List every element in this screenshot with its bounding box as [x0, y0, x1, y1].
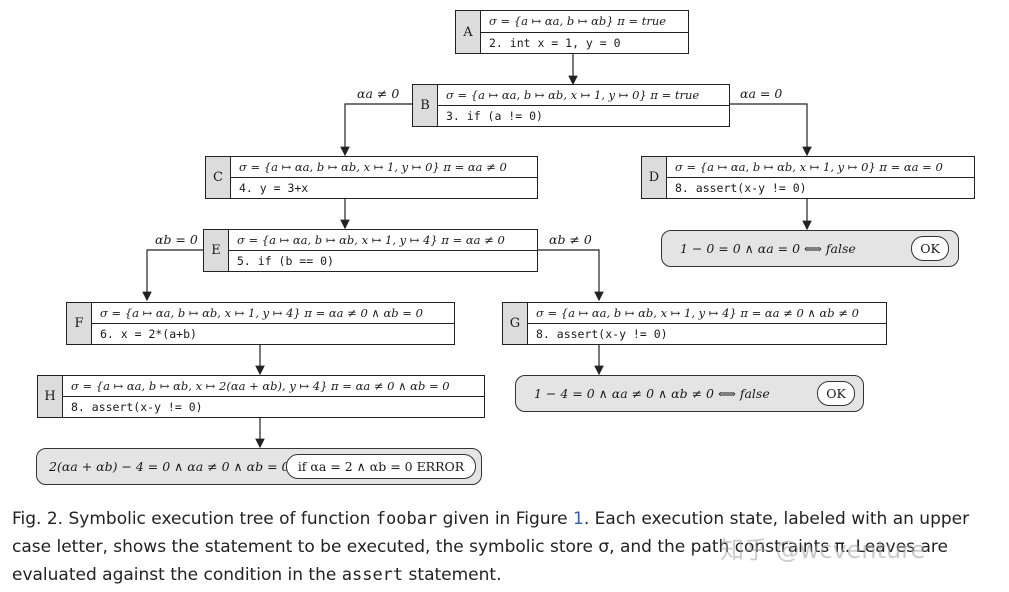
figure-reference-link[interactable]: 1: [573, 509, 584, 529]
state-node-c: C σ = {a ↦ αa, b ↦ αb, x ↦ 1, y ↦ 0} π =…: [205, 156, 538, 199]
state-node-b: B σ = {a ↦ αa, b ↦ αb, x ↦ 1, y ↦ 0} π =…: [412, 84, 730, 127]
edge-label-b-c: αa ≠ 0: [357, 86, 400, 101]
symbolic-store: σ = {a ↦ αa, b ↦ αb, x ↦ 1, y ↦ 4} π = α…: [229, 230, 537, 251]
statement: 3. if (a != 0): [446, 109, 543, 123]
edge-e-f: [142, 249, 203, 302]
result-ok-badge: OK: [911, 236, 949, 261]
figure-caption: Fig. 2. Symbolic execution tree of funct…: [12, 505, 1002, 589]
edge-label-b-d: αa = 0: [740, 86, 783, 101]
edge-label-e-g: αb ≠ 0: [549, 232, 592, 247]
state-letter: H: [38, 376, 63, 417]
statement: 8. assert(x-y != 0): [71, 400, 203, 414]
state-node-f: F σ = {a ↦ αa, b ↦ αb, x ↦ 1, y ↦ 4} π =…: [66, 302, 455, 345]
state-node-d: D σ = {a ↦ αa, b ↦ αb, x ↦ 1, y ↦ 0} π =…: [641, 156, 975, 199]
state-node-a: A σ = {a ↦ αa, b ↦ αb} π = true 2. int x…: [455, 10, 689, 54]
symbolic-store: σ = {a ↦ αa, b ↦ αb, x ↦ 1, y ↦ 4} π = α…: [92, 303, 454, 324]
symbolic-store: σ = {a ↦ αa, b ↦ αb, x ↦ 1, y ↦ 0} π = t…: [438, 85, 729, 106]
result-error-badge: if αa = 2 ∧ αb = 0 ERROR: [286, 454, 476, 479]
state-letter: G: [503, 303, 528, 344]
state-letter: B: [413, 85, 438, 126]
edge-e-g: [537, 249, 604, 302]
state-letter: F: [67, 303, 92, 344]
state-node-g: G σ = {a ↦ αa, b ↦ αb, x ↦ 1, y ↦ 4} π =…: [502, 302, 887, 345]
caption-code-function: foobar: [375, 509, 438, 529]
edge-label-e-f: αb = 0: [155, 232, 198, 247]
caption-text: . Each execution state, labeled with an …: [12, 509, 970, 585]
symbolic-store: σ = {a ↦ αa, b ↦ αb} π = true: [481, 11, 688, 33]
symbolic-store: σ = {a ↦ αa, b ↦ αb, x ↦ 1, y ↦ 4} π = α…: [528, 303, 886, 324]
caption-text: statement.: [403, 565, 502, 585]
edge-b-c: [340, 103, 412, 157]
symbolic-store: σ = {a ↦ αa, b ↦ αb, x ↦ 2(αa + αb), y ↦…: [63, 376, 484, 397]
statement: 8. assert(x-y != 0): [536, 327, 668, 341]
caption-text: Fig. 2. Symbolic execution tree of funct…: [12, 509, 376, 529]
state-node-h: H σ = {a ↦ αa, b ↦ αb, x ↦ 2(αa + αb), y…: [37, 375, 485, 418]
statement: 5. if (b == 0): [237, 254, 334, 268]
leaf-expression: 1 − 0 = 0 ∧ αa = 0 ⟺ false: [680, 241, 856, 256]
edge-b-d: [729, 103, 812, 157]
tree-edges: [142, 53, 812, 449]
leaf-evaluation-g: 1 − 4 = 0 ∧ αa ≠ 0 ∧ αb ≠ 0 ⟺ false OK: [515, 375, 864, 412]
watermark: 知乎 @wcventure: [720, 536, 926, 564]
caption-text: given in Figure: [437, 509, 574, 529]
result-ok-badge: OK: [817, 381, 855, 406]
statement: 4. y = 3+x: [239, 181, 309, 195]
statement: 6. x = 2*(a+b): [100, 327, 197, 341]
symbolic-store: σ = {a ↦ αa, b ↦ αb, x ↦ 1, y ↦ 0} π = α…: [667, 157, 974, 178]
state-letter: C: [206, 157, 231, 198]
symbolic-execution-tree: A σ = {a ↦ αa, b ↦ αb} π = true 2. int x…: [36, 10, 975, 485]
state-letter: E: [204, 230, 229, 271]
symbolic-store: σ = {a ↦ αa, b ↦ αb, x ↦ 1, y ↦ 0} π = α…: [231, 157, 537, 178]
state-letter: A: [456, 11, 481, 53]
leaf-evaluation-h: 2(αa + αb) − 4 = 0 ∧ αa ≠ 0 ∧ αb = 0 if …: [36, 448, 482, 485]
leaf-expression: 2(αa + αb) − 4 = 0 ∧ αa ≠ 0 ∧ αb = 0: [49, 459, 290, 474]
caption-code-assert: assert: [341, 565, 404, 585]
statement: 2. int x = 1, y = 0: [489, 35, 621, 50]
state-node-e: E σ = {a ↦ αa, b ↦ αb, x ↦ 1, y ↦ 4} π =…: [203, 229, 538, 272]
statement: 8. assert(x-y != 0): [675, 181, 807, 195]
leaf-expression: 1 − 4 = 0 ∧ αa ≠ 0 ∧ αb ≠ 0 ⟺ false: [534, 386, 770, 401]
state-letter: D: [642, 157, 667, 198]
leaf-evaluation-d: 1 − 0 = 0 ∧ αa = 0 ⟺ false OK: [661, 230, 959, 267]
